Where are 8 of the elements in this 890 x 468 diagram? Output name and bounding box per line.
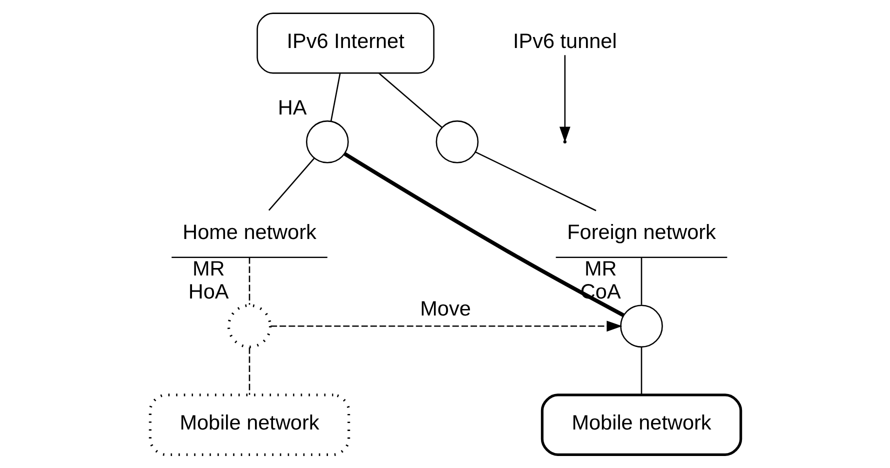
node-text: Home network — [182, 220, 316, 244]
node-label: HA — [277, 96, 306, 120]
node-text: Foreign network — [566, 220, 716, 244]
node-label: MR — [192, 257, 224, 280]
edge-label: Move — [420, 298, 470, 321]
node-label: HoA — [188, 280, 228, 304]
node-text: IPv6 tunnel — [512, 30, 616, 54]
node-label: MR — [584, 257, 616, 280]
